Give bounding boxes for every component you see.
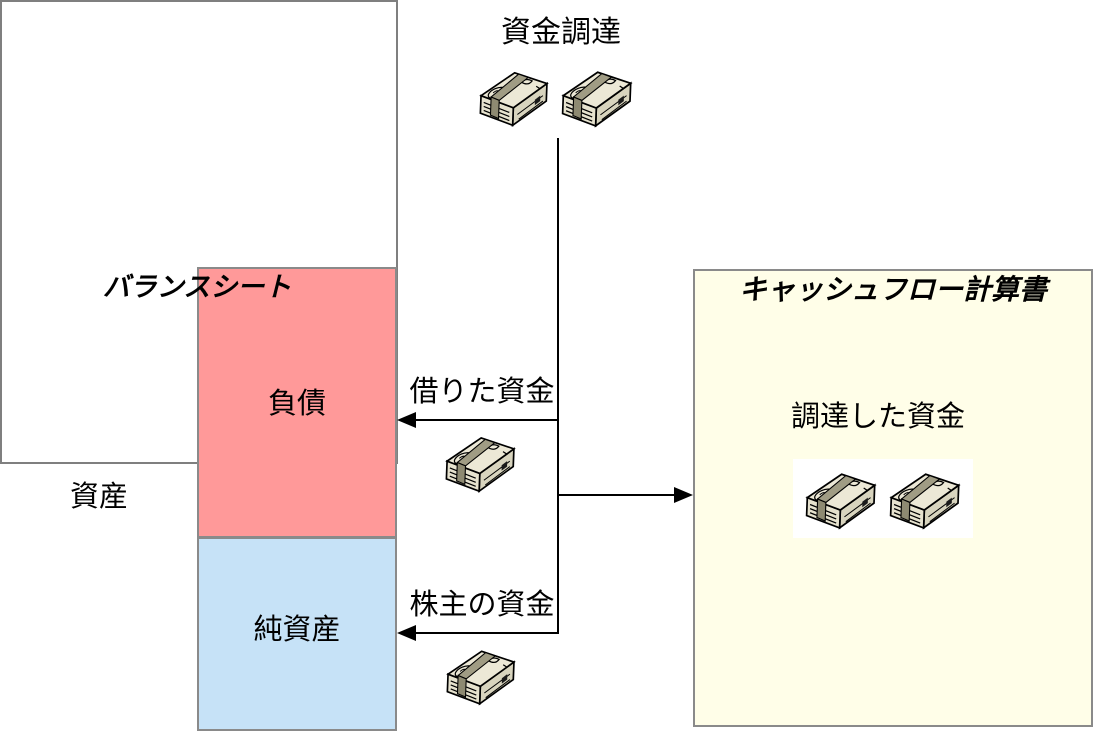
borrowed-funds-arrow <box>397 412 558 428</box>
money-stack-icon <box>559 64 635 130</box>
funding-flow-line <box>557 138 559 634</box>
net-assets-section <box>197 537 397 731</box>
arrowhead-left-icon <box>397 625 416 641</box>
raised-funds-label: 調達した資金 <box>790 401 965 433</box>
money-stack-icon <box>887 466 963 532</box>
raised-funds-image-backdrop <box>793 459 973 538</box>
arrowhead-right-icon <box>674 487 693 503</box>
shareholder-funds-label: 株主の資金 <box>409 589 555 621</box>
money-stack-icon <box>444 643 518 708</box>
money-stack-icon <box>477 64 551 130</box>
arrowhead-left-icon <box>397 412 416 428</box>
funding-title: 資金調達 <box>501 16 621 49</box>
arrow-shaft <box>416 632 558 634</box>
money-stack-icon <box>803 466 879 532</box>
liabilities-section <box>197 267 397 538</box>
shareholder-funds-arrow <box>397 625 558 641</box>
raised-funds-arrow <box>558 487 693 503</box>
arrow-shaft <box>416 419 558 421</box>
net-assets-label: 純資産 <box>253 614 341 646</box>
borrowed-funds-label: 借りた資金 <box>409 376 555 408</box>
balance-sheet-title: バランスシート <box>102 272 292 302</box>
liabilities-label: 負債 <box>267 388 326 420</box>
arrow-shaft <box>558 494 674 496</box>
money-stack-icon <box>443 429 518 496</box>
cash-flow-title: キャッシュフロー計算書 <box>738 274 1047 305</box>
assets-label: 資産 <box>69 481 128 513</box>
